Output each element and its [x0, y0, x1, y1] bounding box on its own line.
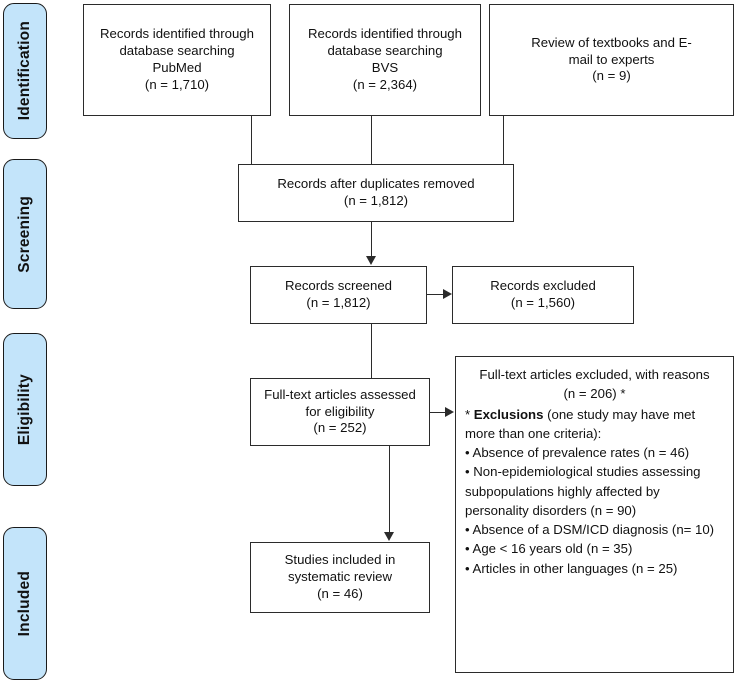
- exclusions-item: • Non-epidemiological studies assessing …: [465, 464, 701, 518]
- box-duplicates-removed: Records after duplicates removed (n = 1,…: [238, 164, 514, 222]
- arrowhead-duplicates-to-screened: [366, 256, 376, 265]
- stage-bar-included: Included: [3, 527, 47, 680]
- box-records-excluded: Records excluded (n = 1,560): [452, 266, 634, 324]
- exclusions-item: • Age < 16 years old (n = 35): [465, 541, 633, 557]
- exclusions-heading: Full-text articles excluded, with reason…: [479, 367, 710, 402]
- arrowhead-fulltext-to-included: [384, 532, 394, 541]
- box-records-experts: Review of textbooks and E- mail to exper…: [489, 4, 734, 116]
- connector-pubmed-to-duplicates: [251, 116, 253, 164]
- box-records-screened: Records screened (n = 1,812): [250, 266, 427, 324]
- exclusions-note-rest: (one study may have met more than one cr…: [465, 406, 696, 441]
- stage-label-eligibility: Eligibility: [16, 373, 33, 446]
- box-studies-included: Studies included in systematic review (n…: [250, 542, 430, 613]
- stage-bar-eligibility: Eligibility: [3, 333, 47, 486]
- exclusions-item: • Articles in other languages (n = 25): [465, 560, 678, 576]
- box-records-bvs: Records identified through database sear…: [289, 4, 481, 116]
- stage-label-identification: Identification: [16, 21, 33, 121]
- exclusions-note: * Exclusions (one study may have met mor…: [465, 405, 724, 444]
- stage-bar-screening: Screening: [3, 159, 47, 309]
- exclusions-item: • Absence of a DSM/ICD diagnosis (n= 10): [465, 522, 715, 538]
- stage-bar-identification: Identification: [3, 3, 47, 139]
- box-records-pubmed: Records identified through database sear…: [83, 4, 271, 116]
- box-fulltext-assessed: Full-text articles assessed for eligibil…: [250, 378, 430, 446]
- exclusions-note-prefix: *: [465, 406, 474, 422]
- exclusions-note-bold: Exclusions: [473, 406, 544, 422]
- connector-screened-to-fulltext: [371, 324, 373, 378]
- connector-fulltext-to-exclusions: [430, 412, 446, 414]
- connector-fulltext-to-included: [389, 446, 391, 533]
- arrowhead-fulltext-to-exclusions: [445, 407, 454, 417]
- box-exclusions-with-reasons: Full-text articles excluded, with reason…: [455, 356, 734, 673]
- stage-label-screening: Screening: [16, 195, 33, 273]
- connector-bvs-to-duplicates: [371, 116, 373, 164]
- connector-experts-to-duplicates: [503, 116, 505, 164]
- connector-screened-to-excluded: [427, 294, 444, 296]
- stage-label-included: Included: [16, 570, 33, 637]
- arrowhead-screened-to-excluded: [443, 289, 452, 299]
- exclusions-item: • Absence of prevalence rates (n = 46): [465, 445, 690, 461]
- connector-duplicates-to-screened: [371, 222, 373, 257]
